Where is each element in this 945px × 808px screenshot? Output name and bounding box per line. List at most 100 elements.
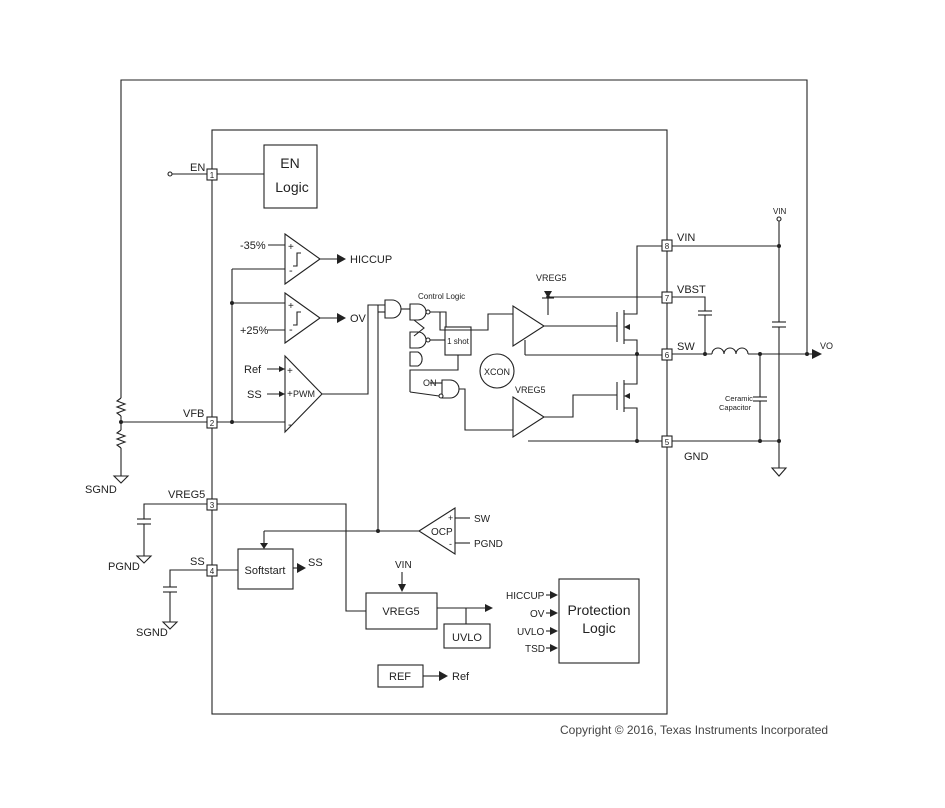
hiccup-label: HICCUP: [350, 254, 392, 266]
ocp-pgnd-label: PGND: [474, 539, 503, 550]
svg-text:4: 4: [210, 567, 215, 576]
svg-text:8: 8: [665, 242, 670, 251]
vo-label: VO: [820, 341, 833, 351]
svg-text:3: 3: [210, 501, 215, 510]
svg-text:1: 1: [210, 171, 215, 180]
pin-3: 3: [206, 498, 218, 511]
prot-uvlo-label: UVLO: [517, 627, 544, 638]
en-logic-label-2: Logic: [275, 179, 308, 195]
copyright-notice: Copyright © 2016, Texas Instruments Inco…: [560, 723, 828, 737]
ov-comparator: + - +25% OV: [240, 291, 367, 345]
softstart-label: Softstart: [245, 565, 286, 577]
vfb-bus: [217, 268, 285, 424]
softstart-out-label: SS: [308, 557, 323, 569]
pin-8: 8: [661, 239, 673, 252]
sgnd-ss-label: SGND: [136, 627, 168, 639]
pin-2: 2: [206, 416, 218, 429]
ov-label: OV: [350, 313, 367, 325]
control-logic: Control Logic 1 shot ON: [378, 292, 513, 431]
vbst-cap: VBST: [672, 284, 712, 354]
uvlo-block-label: UVLO: [452, 632, 482, 644]
ref-input-label: Ref: [244, 364, 262, 376]
protection-label-1: Protection: [567, 602, 630, 618]
prot-tsd-label: TSD: [525, 644, 545, 655]
plus25-label: +25%: [240, 325, 269, 337]
xcon-block: XCON: [479, 353, 515, 389]
output-stage: VO Ceramic Capacitor SW GND: [672, 341, 833, 463]
svg-text:+: +: [287, 366, 293, 377]
svg-text:+: +: [448, 513, 453, 523]
svg-text:+: +: [287, 389, 293, 400]
low-side-mosfet: [616, 354, 638, 441]
pin-1: 1: [206, 168, 218, 181]
ocp-section: OCP + - SW PGND: [260, 304, 503, 556]
minus35-label: -35%: [240, 240, 266, 252]
pin-6: 6: [661, 348, 673, 361]
svg-text:2: 2: [210, 419, 215, 428]
protection-label-2: Logic: [582, 620, 615, 636]
uvlo-block: [443, 623, 491, 649]
pwm-label: PWM: [293, 389, 315, 399]
ocp-label: OCP: [431, 527, 453, 538]
svg-text:+: +: [288, 301, 294, 312]
xcon-label: XCON: [484, 367, 510, 377]
vreg5-low-label: VREG5: [515, 385, 546, 395]
pwm-output-wire: [322, 304, 385, 395]
ceramic-label-2: Capacitor: [719, 403, 752, 412]
high-side-driver: VREG5: [512, 273, 662, 355]
sgnd-fb-label: SGND: [85, 484, 117, 496]
vin-rail: VIN VIN: [672, 207, 788, 477]
pin-vreg5-name: VREG5: [168, 489, 205, 501]
vreg-vin-label: VIN: [395, 560, 412, 571]
svg-text:5: 5: [665, 438, 670, 447]
en-logic-block: [263, 144, 318, 209]
en-section: EN Logic EN: [167, 144, 318, 209]
protection-section: Protection Logic HICCUP OV UVLO TSD: [506, 578, 640, 664]
pin-gnd-name: GND: [684, 451, 709, 463]
pin-en-name: EN: [190, 162, 205, 174]
control-logic-label: Control Logic: [418, 292, 465, 301]
svg-text:-: -: [289, 324, 293, 336]
svg-text:-: -: [289, 265, 293, 277]
pin-4: 4: [206, 564, 218, 577]
vreg5-top-label: VREG5: [536, 273, 567, 283]
ocp-sw-label: SW: [474, 514, 491, 525]
ref-out-label: Ref: [452, 671, 470, 683]
svg-text:-: -: [449, 539, 452, 549]
on-label: ON: [423, 378, 437, 388]
ceramic-label-1: Ceramic: [725, 394, 753, 403]
low-side-driver: VREG5: [512, 385, 617, 439]
pin-sw-name: SW: [677, 341, 695, 353]
svg-text:7: 7: [665, 294, 670, 303]
vin-rail-label: VIN: [773, 207, 787, 216]
sw-node-wires: [525, 352, 662, 443]
pin-vfb-name: VFB: [183, 408, 204, 420]
prot-ov-label: OV: [530, 609, 545, 620]
protection-logic-block: [558, 578, 640, 664]
softstart-block: [237, 548, 294, 590]
vreg5-pin-section: VREG5 PGND: [108, 489, 366, 612]
ref-block-label: REF: [389, 671, 411, 683]
ss-input-label: SS: [247, 389, 262, 401]
vreg5-block: [365, 592, 438, 630]
svg-text:6: 6: [665, 351, 670, 360]
high-side-mosfet: [616, 245, 662, 354]
hiccup-comparator: + - -35% HICCUP: [240, 232, 392, 286]
svg-text:-: -: [288, 419, 292, 431]
pin-ss-name: SS: [190, 556, 205, 568]
prot-hiccup-label: HICCUP: [506, 591, 545, 602]
feedback-divider: VFB SGND: [85, 397, 207, 496]
en-logic-label-1: EN: [280, 155, 299, 171]
ref-section: REF Ref: [377, 664, 470, 688]
pin-vbst-name: VBST: [677, 284, 706, 296]
vreg5-regulator: VIN VREG5 UVLO: [365, 560, 493, 649]
softstart-section: SS SGND Softstart SS: [136, 548, 323, 639]
feedback-loop-wire: [120, 79, 808, 398]
svg-text:+: +: [288, 242, 294, 253]
pin-vin-name: VIN: [677, 232, 695, 244]
one-shot-block: [444, 326, 472, 356]
pwm-comparator: Ref SS + + PWM -: [244, 354, 323, 434]
one-shot-label: 1 shot: [447, 337, 470, 346]
pgnd-label: PGND: [108, 561, 140, 573]
